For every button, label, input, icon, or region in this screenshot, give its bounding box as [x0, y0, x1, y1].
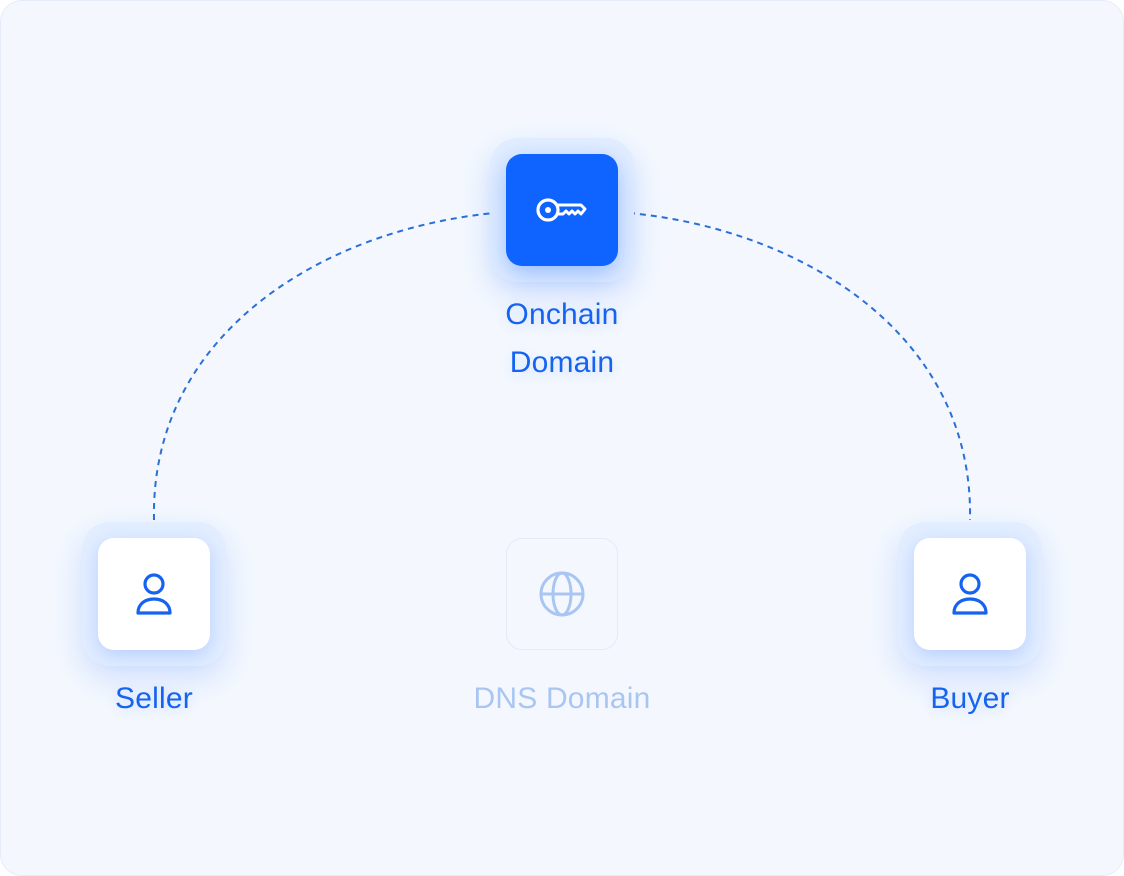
key-icon [536, 198, 587, 222]
globe-icon [539, 571, 585, 617]
buyer-label: Buyer [930, 682, 1010, 715]
buyer-tile[interactable] [914, 538, 1026, 650]
user-icon [136, 573, 172, 615]
seller-tile[interactable] [98, 538, 210, 650]
dns-label: DNS Domain [473, 682, 651, 715]
onchain-label-line1: Onchain [505, 298, 619, 331]
dns-tile [506, 538, 618, 650]
seller-label: Seller [115, 682, 193, 715]
onchain-tile[interactable] [506, 154, 618, 266]
connector-seller-onchain [152, 211, 507, 521]
user-icon [952, 573, 988, 615]
connector-onchain-buyer [617, 211, 972, 521]
onchain-label-line2: Domain [509, 346, 615, 379]
